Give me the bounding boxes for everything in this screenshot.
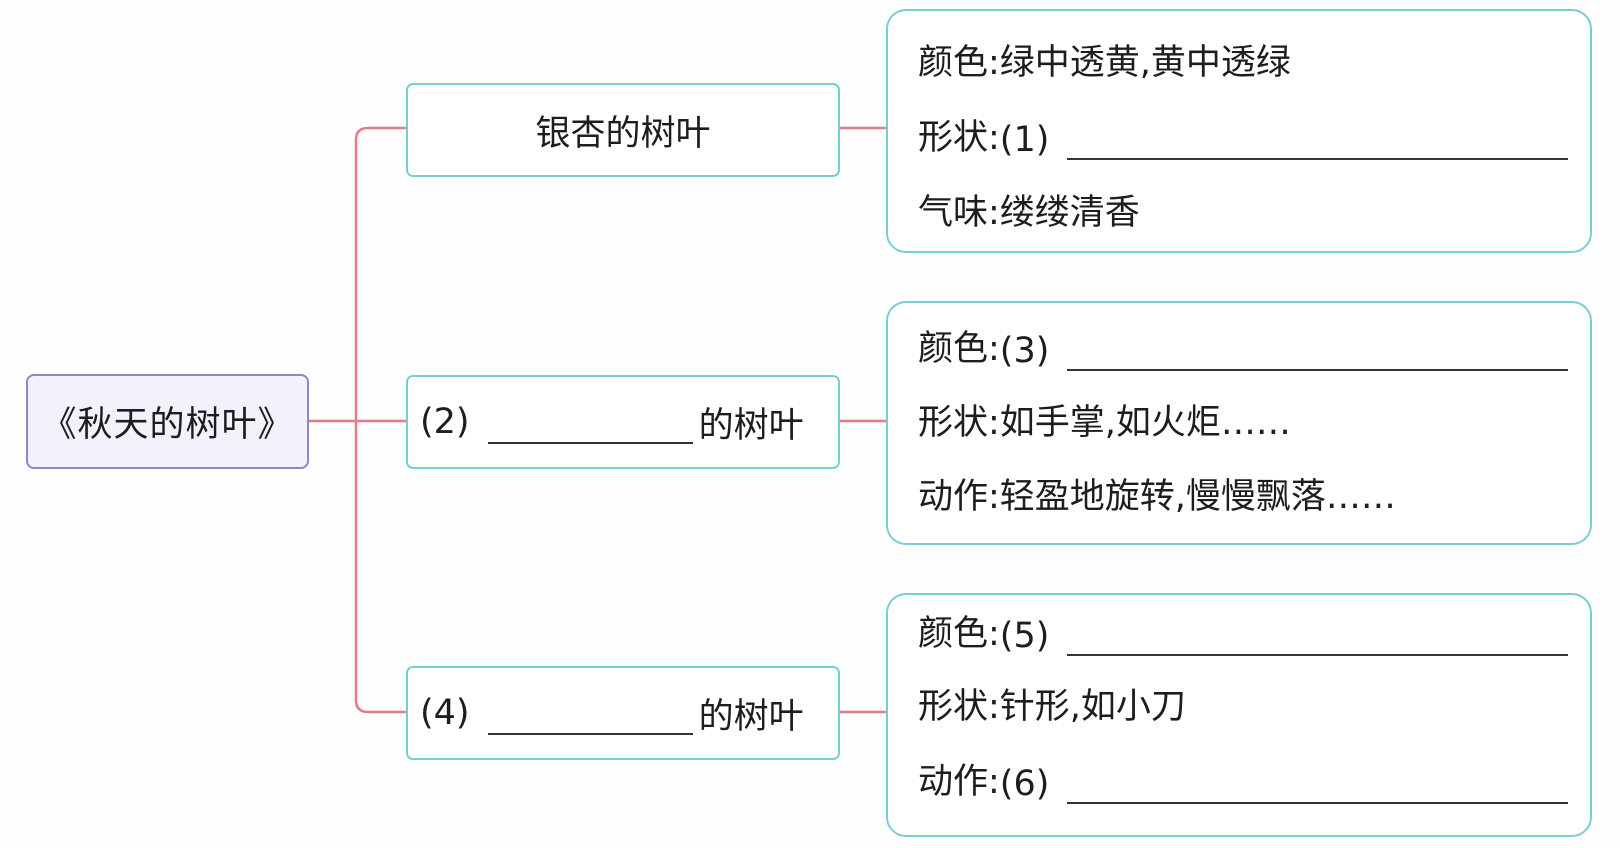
detail-box-ginkgo: 颜色: 绿中透黄,黄中透绿 形状: (1) 气味: 缕缕清香	[886, 9, 1592, 253]
detail-line-shape: 形状: 如手掌,如火炬……	[918, 399, 1568, 445]
detail-label: 颜色:	[918, 614, 1000, 654]
root-title: 《秋天的树叶》	[41, 405, 294, 445]
detail-line-action: 动作: (6)	[918, 758, 1568, 804]
detail-line-color: 颜色: 绿中透黄,黄中透绿	[918, 39, 1568, 85]
detail-text: 针形,如小刀	[999, 687, 1186, 727]
detail-line-shape: 形状: (1)	[918, 114, 1568, 160]
branch-node-2: (2) 的树叶	[406, 375, 840, 469]
blank-number: (5)	[999, 616, 1050, 656]
detail-label: 形状:	[918, 403, 1000, 443]
detail-label: 动作:	[918, 477, 1000, 517]
detail-line-smell: 气味: 缕缕清香	[918, 189, 1568, 235]
detail-line-action: 动作: 轻盈地旋转,慢慢飘落……	[918, 473, 1568, 519]
detail-label: 气味:	[918, 193, 1000, 233]
blank-number: (6)	[999, 764, 1050, 804]
detail-label: 动作:	[918, 762, 1000, 802]
detail-text: 缕缕清香	[999, 193, 1140, 233]
detail-line-color: 颜色: (3)	[918, 325, 1568, 371]
answer-blank[interactable]	[1067, 118, 1568, 160]
answer-blank[interactable]	[1067, 329, 1568, 371]
branch-suffix: 的树叶	[698, 696, 804, 737]
answer-blank[interactable]	[1067, 762, 1568, 804]
blank-number: (1)	[999, 120, 1050, 160]
detail-text: 轻盈地旋转,慢慢飘落……	[999, 477, 1396, 517]
detail-label: 颜色:	[918, 329, 1000, 369]
detail-text: 绿中透黄,黄中透绿	[999, 43, 1291, 83]
detail-label: 形状:	[918, 118, 1000, 158]
blank-number: (3)	[999, 331, 1050, 371]
answer-blank[interactable]	[1067, 614, 1568, 656]
detail-label: 颜色:	[918, 43, 1000, 83]
detail-label: 形状:	[918, 687, 1000, 727]
detail-box-2: 颜色: (3) 形状: 如手掌,如火炬…… 动作: 轻盈地旋转,慢慢飘落……	[886, 301, 1592, 545]
detail-line-shape: 形状: 针形,如小刀	[918, 683, 1568, 729]
branch-node-ginkgo: 银杏的树叶	[406, 83, 840, 177]
detail-line-color: 颜色: (5)	[918, 610, 1568, 656]
detail-box-4: 颜色: (5) 形状: 针形,如小刀 动作: (6)	[886, 593, 1592, 837]
branch-node-4: (4) 的树叶	[406, 666, 840, 760]
detail-text: 如手掌,如火炬……	[999, 403, 1291, 443]
branch-suffix: 的树叶	[698, 405, 804, 446]
answer-blank[interactable]	[487, 400, 693, 444]
blank-number: (2)	[420, 402, 470, 442]
root-node: 《秋天的树叶》	[26, 374, 309, 469]
blank-number: (4)	[420, 693, 470, 733]
answer-blank[interactable]	[487, 691, 693, 735]
branch-title: 银杏的树叶	[535, 113, 711, 154]
